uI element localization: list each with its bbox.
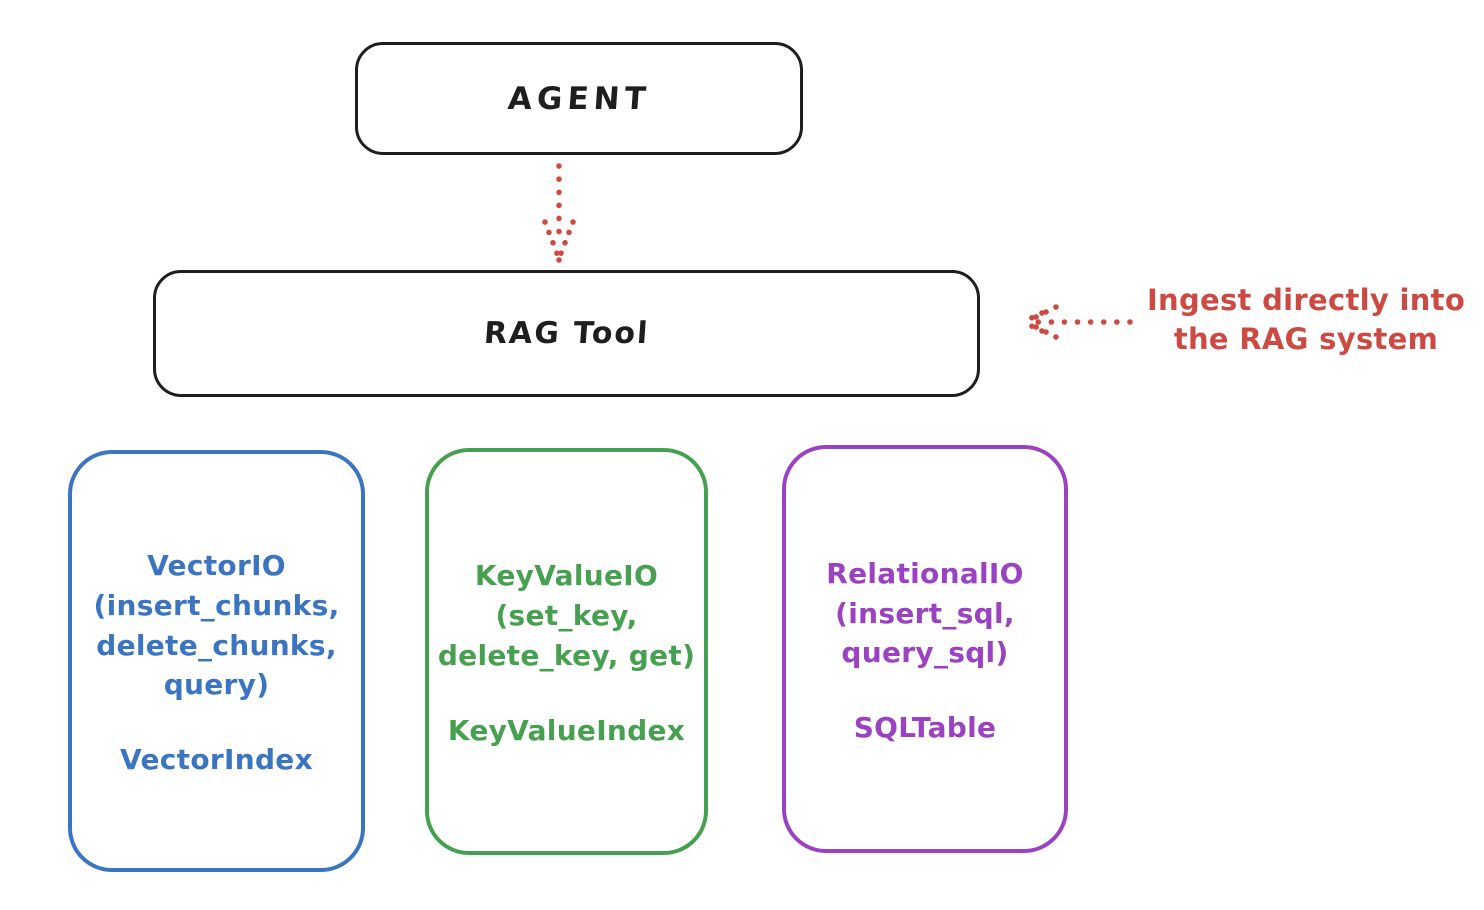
agent-to-rag-arrow	[542, 163, 576, 263]
keyvalue-index-label: KeyValueIndex	[447, 713, 686, 747]
annotation-to-rag-arrow	[1021, 304, 1133, 340]
relational-io-label: RelationalIO (insert_sql, query_sql)	[826, 556, 1024, 670]
vector-index-label: VectorIndex	[120, 743, 313, 776]
vector-io-box: VectorIO (insert_chunks, delete_chunks, …	[68, 450, 365, 872]
rag-tool-node: RAG Tool	[153, 270, 980, 397]
keyvalue-io-box: KeyValueIO (set_key, delete_key, get) Ke…	[425, 448, 708, 855]
sql-table-label: SQLTable	[853, 711, 997, 745]
ingest-annotation: Ingest directly into the RAG system	[1146, 283, 1466, 356]
agent-label: AGENT	[506, 80, 652, 117]
vector-io-label: VectorIO (insert_chunks, delete_chunks, …	[93, 549, 340, 702]
agent-node: AGENT	[355, 42, 803, 155]
relational-io-box: RelationalIO (insert_sql, query_sql) SQL…	[782, 445, 1068, 853]
keyvalue-io-label: KeyValueIO (set_key, delete_key, get)	[437, 559, 696, 672]
rag-tool-label: RAG Tool	[482, 316, 651, 351]
